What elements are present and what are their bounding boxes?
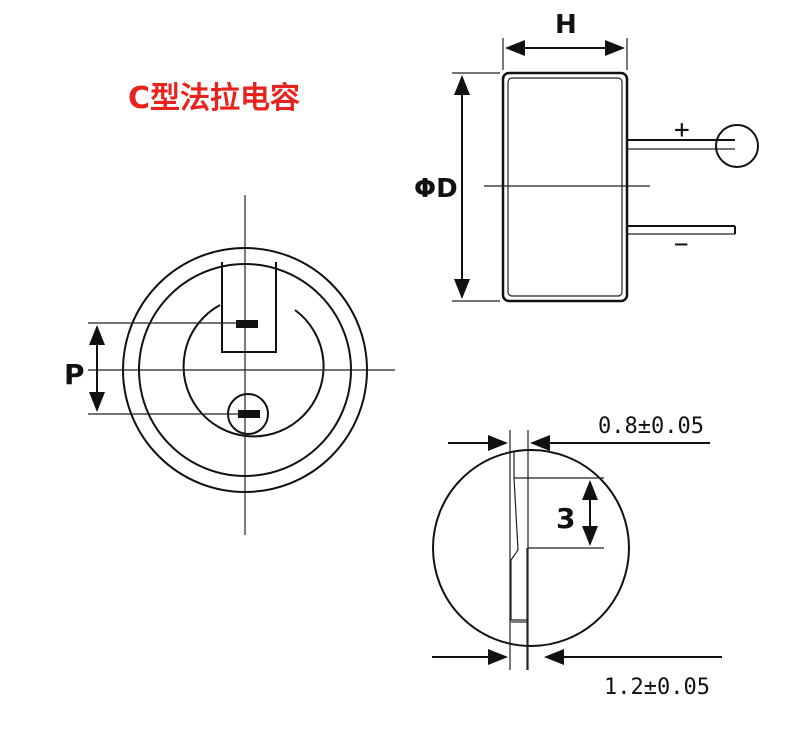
label-minus: −: [674, 230, 688, 258]
label-pin-thick: 1.2±0.05: [604, 675, 710, 700]
label-diameter: ΦD: [414, 174, 458, 204]
label-plus: +: [674, 115, 690, 145]
label-three: 3: [556, 502, 575, 535]
bottom-view: [88, 195, 395, 535]
side-view: [452, 38, 759, 303]
diagram-title: C型法拉电容: [128, 81, 300, 116]
label-height: H: [555, 10, 577, 40]
label-pin-thin: 0.8±0.05: [598, 414, 704, 439]
pin-detail: [432, 430, 722, 670]
label-pitch: P: [64, 358, 85, 391]
